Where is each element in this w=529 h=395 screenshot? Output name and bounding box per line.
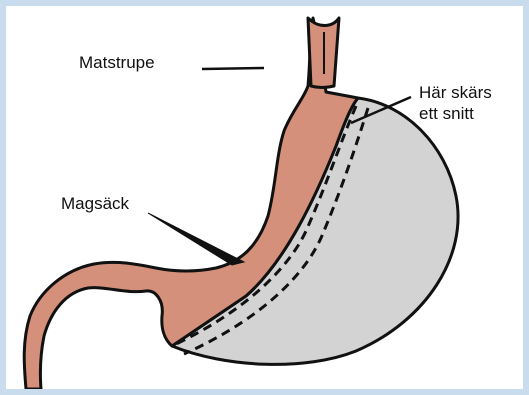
pointer-matstrupe <box>202 68 264 69</box>
pointer-magsack <box>148 213 244 265</box>
label-cut-line-2: ett snitt <box>419 103 492 124</box>
diagram-canvas: Matstrupe Magsäck Här skärs ett snitt <box>6 6 523 389</box>
label-cut-site: Här skärs ett snitt <box>419 82 492 125</box>
label-cut-line-1: Här skärs <box>419 82 492 103</box>
label-stomach: Magsäck <box>61 193 129 214</box>
label-esophagus: Matstrupe <box>79 52 155 73</box>
